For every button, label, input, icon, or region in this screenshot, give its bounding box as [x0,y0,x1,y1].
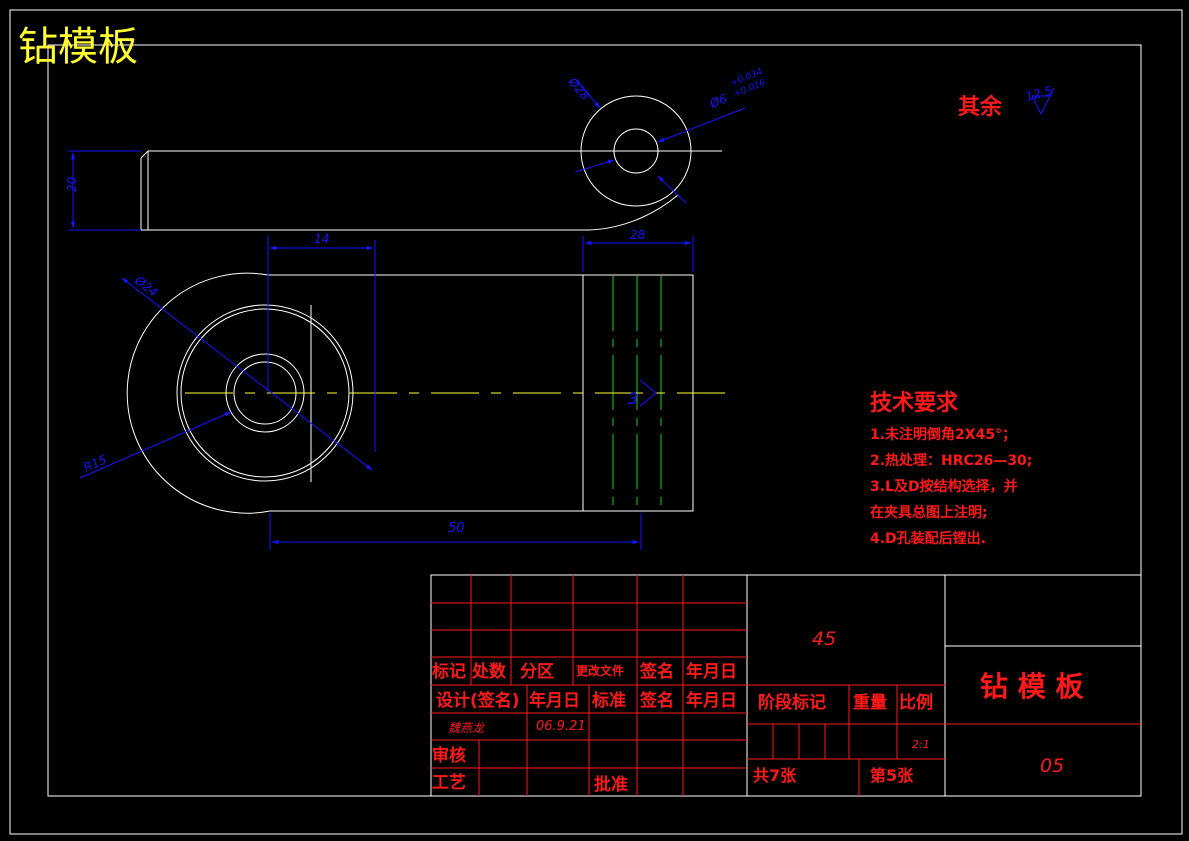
dim-dia24-label: Ø24 [131,273,160,300]
tb-sign-paren: (签名) [470,690,520,711]
tb-change-doc: 更改文件 [576,663,624,678]
tb-zone: 分区 [520,662,554,682]
dim-50 [269,513,642,550]
top-view [140,95,692,231]
tb-process: 工艺 [432,772,466,793]
tb-review: 审核 [432,745,466,766]
dim-14 [267,236,376,452]
tb-count: 处数 [471,661,507,682]
dim-dia28-label: Ø28 [565,74,592,103]
tb-date: 年月日 [686,661,737,682]
drawing-title: 钻模板 [18,24,138,70]
dim-dia28 [575,79,687,204]
tech-req-item: 2.热处理：HRC26—30; [870,452,1032,469]
tb-date2: 年月日 [529,690,580,711]
tb-design-date: 06.9.21 [536,719,586,734]
dim-28-label: 28 [630,228,646,242]
dim-28 [582,236,694,272]
tech-req-item: 1.未注明倒角2X45°； [870,426,1016,443]
tb-sheet-no: 第5张 [870,766,914,785]
tb-date3: 年月日 [686,690,737,711]
tb-drawing-no: 05 [1040,755,1064,777]
tb-scale: 比例 [899,692,933,713]
tb-weight: 重量 [853,692,887,713]
tb-standard: 标准 [592,690,626,711]
tb-scale-value: 2:1 [912,738,930,751]
roughness-symbol [1031,87,1055,116]
dim-20-label: 20 [65,176,79,192]
title-block: 标记 处数 分区 更改文件 签名 年月日 设计 (签名) 年月日 标准 签名 年… [430,574,1142,797]
dim-dia6 [574,107,746,173]
tb-approve: 批准 [594,774,628,795]
tb-material: 45 [812,628,836,650]
tb-designer: 魏燕龙 [448,721,486,735]
tb-part-name: 钻 模 板 [980,670,1084,703]
dim-dia24 [121,277,373,471]
tb-design: 设计 [436,690,470,711]
section-mark [639,379,657,407]
tb-stage: 阶段标记 [758,692,826,713]
tb-sign2: 签名 [639,690,674,711]
dim-dia6-label: Ø6 [707,91,729,111]
roughness-value: 12.5 [1024,83,1053,103]
tech-req-title: 技术要求 [870,391,958,416]
dim-r15 [79,411,232,479]
tech-req-item: 在夹具总图上注明; [870,504,988,521]
section-mark-label: 3 [628,389,638,408]
outer-border [9,9,1183,835]
dim-14-label: 14 [314,232,329,246]
tb-total-sheets: 共7张 [753,766,797,785]
tb-mark: 标记 [432,661,466,682]
dim-50-label: 50 [448,521,465,536]
dim-20 [68,150,141,231]
roughness-label: 其余 [958,94,1003,120]
tech-req-item: 3.L及D按结构选择，并 [870,478,1018,495]
tb-sign: 签名 [639,661,674,682]
tech-req-item: 4.D孔装配后镗出. [870,530,986,547]
